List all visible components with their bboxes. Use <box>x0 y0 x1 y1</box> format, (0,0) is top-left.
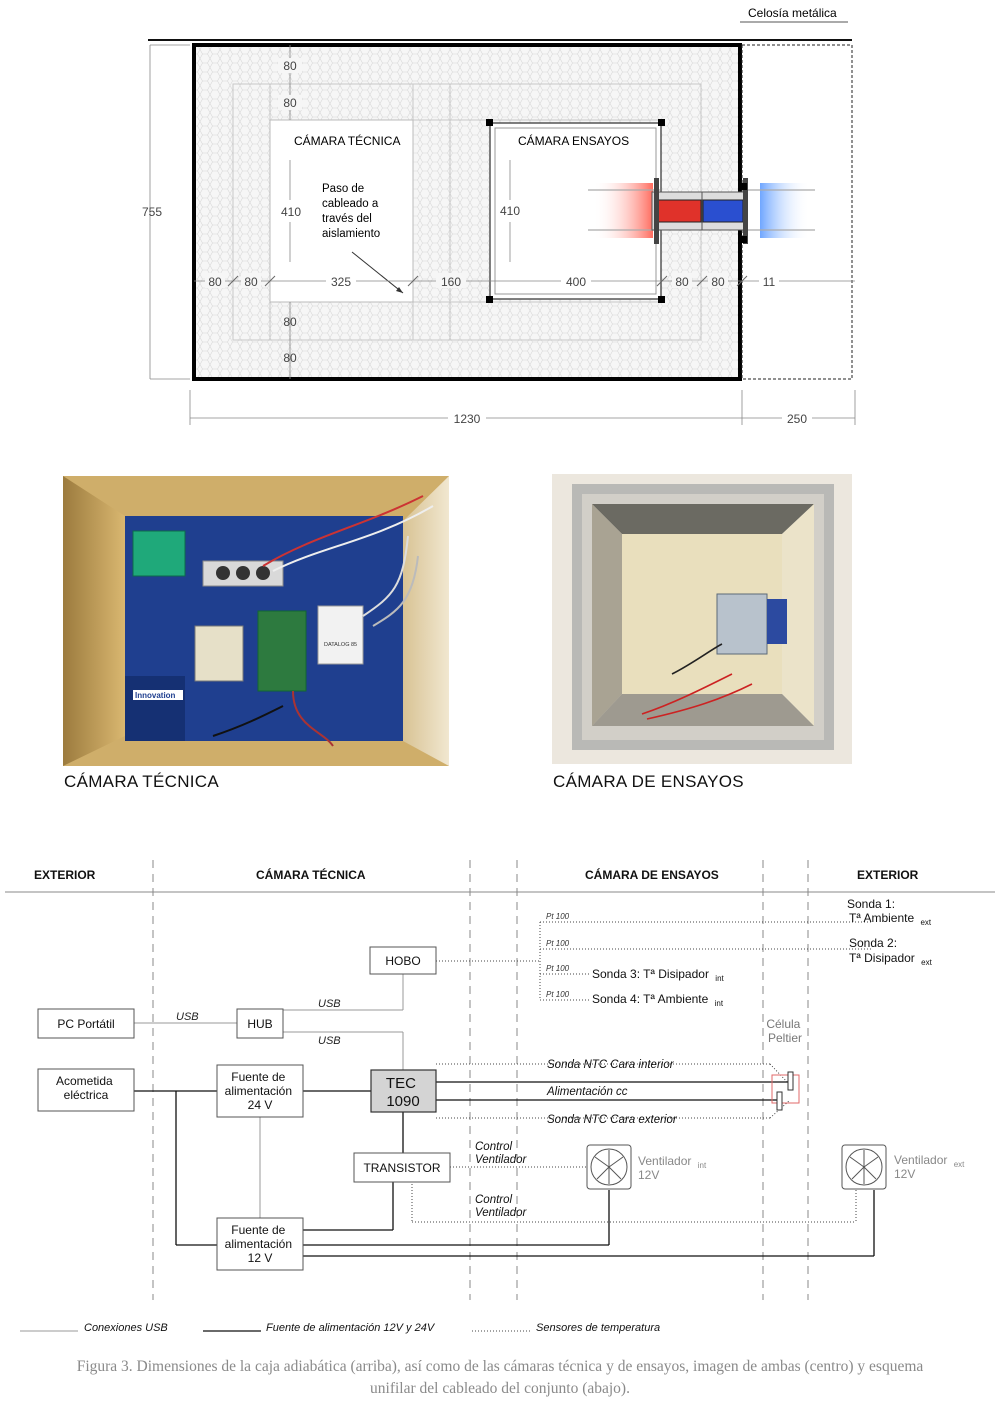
dim-top-80b: 80 <box>283 96 297 110</box>
pt100-1: Pt 100 <box>546 912 570 921</box>
zone-exterior-right: EXTERIOR <box>857 868 919 882</box>
probe-1: Sonda 1: Tª Ambiente ext <box>847 897 932 927</box>
psu24-label: Fuente de alimentación 24 V <box>225 1070 296 1112</box>
hub-box <box>236 1008 284 1039</box>
dim-w-325: 325 <box>331 275 351 289</box>
wiring-schematic: EXTERIOR CÁMARA TÉCNICA CÁMARA DE ENSAYO… <box>5 860 995 1334</box>
dim-bottom-80a: 80 <box>283 315 297 329</box>
fan-ext-icon <box>841 1144 887 1190</box>
test-chamber-photo <box>552 474 852 764</box>
caption-line-2: unifilar del cableado del conjunto (abaj… <box>370 1380 630 1397</box>
fan-int-icon <box>586 1144 632 1190</box>
peltier-assembly <box>588 178 815 244</box>
hub-label: HUB <box>247 1017 272 1031</box>
dim-test-410: 410 <box>500 204 520 218</box>
dim-tech-410: 410 <box>281 205 301 219</box>
legend-sensors: Sensores de temperatura <box>536 1322 660 1334</box>
fan-ctrl-label-ext: Control Ventilador <box>475 1194 528 1219</box>
hobo-box <box>369 946 437 975</box>
dim-ext-250: 250 <box>787 412 807 426</box>
figure-caption: Figura 3. Dimensiones de la caja adiabát… <box>0 1356 1000 1400</box>
tech-chamber-label: CÁMARA TÉCNICA <box>294 133 400 148</box>
tec-label: TEC 1090 <box>386 1075 420 1110</box>
tec-box <box>370 1069 437 1113</box>
hot-side <box>656 199 702 223</box>
pc-label: PC Portátil <box>57 1017 114 1031</box>
zone-exterior-left: EXTERIOR <box>34 868 96 882</box>
zone-test-chamber: CÁMARA DE ENSAYOS <box>585 867 719 882</box>
tech-photo-label: CÁMARA TÉCNICA <box>64 772 220 791</box>
test-chamber-label: CÁMARA ENSAYOS <box>518 133 629 148</box>
pt100-2: Pt 100 <box>546 939 570 948</box>
psu24-box <box>216 1064 304 1118</box>
tech-chamber <box>269 119 414 303</box>
peltier-label: Célula Peltier <box>766 1017 803 1045</box>
usb-label-pc: USB <box>176 1011 199 1023</box>
power-cc-label: Alimentación cc <box>546 1086 628 1098</box>
innovation-board-text: Innovation <box>135 691 176 700</box>
dim-w-80c: 80 <box>675 275 689 289</box>
probe-3: Sonda 3: Tª Disipador int <box>592 967 725 983</box>
usb-label-hobo: USB <box>318 998 341 1010</box>
zone-tech-chamber: CÁMARA TÉCNICA <box>256 867 366 882</box>
ntc-ext-label: Sonda NTC Cara exterior <box>547 1114 678 1126</box>
transistor-label: TRANSISTOR <box>363 1161 440 1175</box>
mains-box <box>37 1068 135 1112</box>
mains-label: Acometida eléctrica <box>56 1074 116 1102</box>
pc-box <box>37 1008 135 1039</box>
dim-w-80b: 80 <box>244 275 258 289</box>
dim-w-400: 400 <box>566 275 586 289</box>
fan-int-label: Ventilador int 12V <box>638 1154 710 1182</box>
test-photo-label: CÁMARA DE ENSAYOS <box>553 772 744 791</box>
dim-height-755: 755 <box>142 205 162 219</box>
tech-chamber-photo: DATALOG 85 Innovation <box>63 476 449 766</box>
fan-ctrl-label-int: Control Ventilador <box>475 1141 528 1166</box>
legend: Conexiones USB Fuente de alimentación 12… <box>20 1322 660 1334</box>
hobo-label: HOBO <box>385 954 420 968</box>
transistor-box <box>353 1152 451 1183</box>
dim-w-11: 11 <box>763 275 776 289</box>
peltier-cell <box>771 1074 800 1104</box>
legend-power: Fuente de alimentación 12V y 24V <box>266 1322 436 1334</box>
psu12-label: Fuente de alimentación 12 V <box>225 1223 296 1265</box>
psu12-box <box>216 1217 304 1271</box>
legend-usb: Conexiones USB <box>84 1322 168 1334</box>
cold-side <box>702 199 744 223</box>
datalog-label: DATALOG 85 <box>324 642 357 648</box>
probe-4: Sonda 4: Tª Ambiente int <box>592 992 724 1008</box>
dim-top-80a: 80 <box>283 59 297 73</box>
dim-w-160: 160 <box>441 275 461 289</box>
dim-w-80d: 80 <box>711 275 725 289</box>
plan-drawing: Celosía metálica CÁMARA TÉCNICA Paso de … <box>142 6 856 426</box>
ntc-int-label: Sonda NTC Cara interior <box>547 1059 675 1071</box>
caption-line-1: Figura 3. Dimensiones de la caja adiabát… <box>76 1358 924 1375</box>
dim-w-80a: 80 <box>208 275 222 289</box>
pt100-4: Pt 100 <box>546 990 570 999</box>
usb-label-tec: USB <box>318 1035 341 1047</box>
fan-ext-label: Ventilador ext 12V <box>894 1153 968 1181</box>
pt100-3: Pt 100 <box>546 964 570 973</box>
lattice-label: Celosía metálica <box>748 6 837 20</box>
dim-total-1230: 1230 <box>454 412 481 426</box>
cable-note: Paso de cableado a través del aislamient… <box>322 183 381 240</box>
dim-bottom-80b: 80 <box>283 351 297 365</box>
probe-2: Sonda 2: Tª Disipador ext <box>849 936 933 967</box>
